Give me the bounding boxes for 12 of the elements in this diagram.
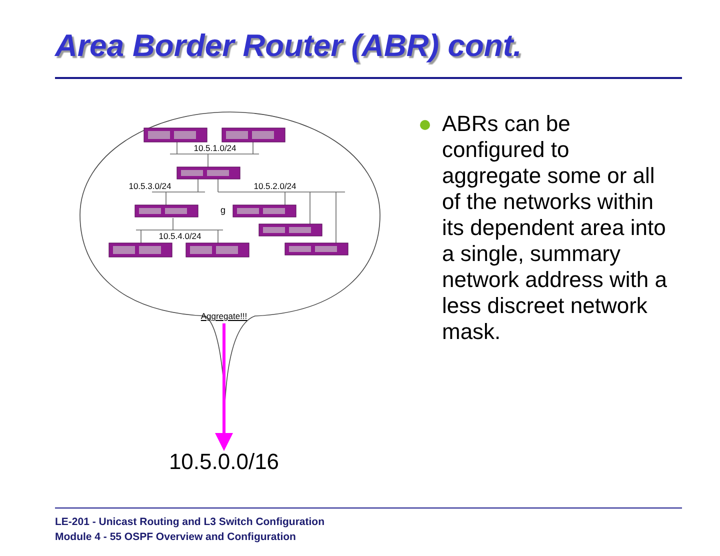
network-address: 10.5.0.0/16 [168, 450, 280, 474]
subnet-label: 10.5.3.0/24 [128, 182, 172, 192]
bullet-text: ABRs can be configured to aggregate some or all of the networks within its dependent area into a single, summary network address with a less discreet network mask. [442, 111, 667, 345]
slide-title: Area Border Router (ABR) cont. [55, 28, 522, 64]
port-label: g [220, 206, 226, 216]
arrow [215, 323, 233, 451]
footer-text: Module 4 - 55 OSPF Overview and Configuration [55, 532, 296, 544]
subnet-label: 10.5.1.0/24 [194, 144, 236, 154]
footer-text: LE-201 - Unicast Routing and L3 Switch Configuration [55, 517, 325, 529]
subnet-label: 10.5.4.0/24 [158, 232, 202, 242]
aggregate-label: Aggregate!!! [200, 312, 248, 322]
subnet-label: 10.5.2.0/24 [254, 182, 296, 192]
